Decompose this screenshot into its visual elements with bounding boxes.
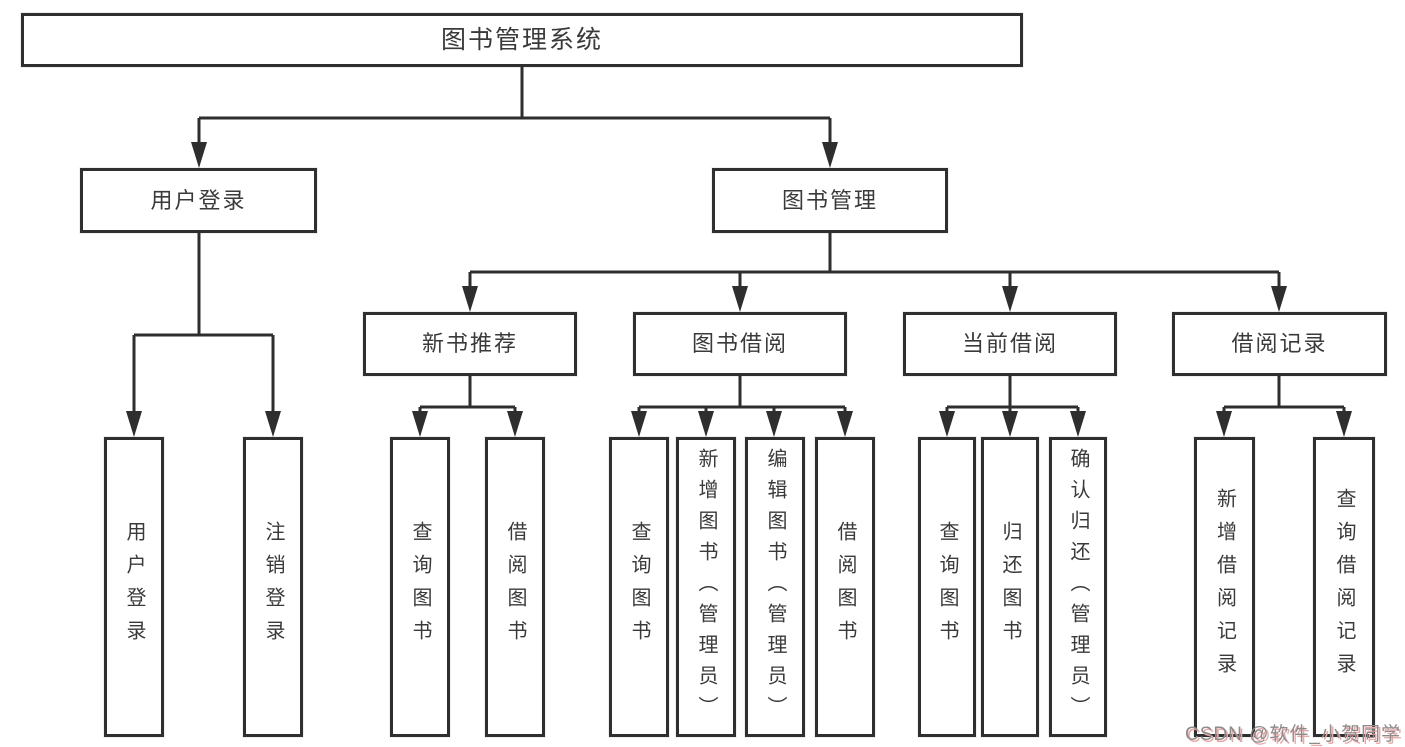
node-user-login: 用户登录: [80, 168, 317, 233]
node-leaf-borrow-books-2: 借阅图书: [815, 437, 875, 737]
node-leaf-add-borrow-record: 新增借阅记录: [1194, 437, 1255, 737]
node-book-management: 图书管理: [712, 168, 948, 233]
node-leaf-add-books-admin: 新增图书（管理员）: [676, 437, 736, 737]
node-leaf-query-books-3: 查询图书: [918, 437, 976, 737]
node-leaf-edit-books-admin: 编辑图书（管理员）: [745, 437, 805, 737]
node-borrow-records: 借阅记录: [1172, 312, 1387, 376]
watermark: CSDN @软件_小贺同学: [1185, 724, 1401, 745]
node-leaf-borrow-books-1: 借阅图书: [485, 437, 545, 737]
node-leaf-logout: 注销登录: [243, 437, 303, 737]
node-current-borrow: 当前借阅: [903, 312, 1117, 376]
node-system-root: 图书管理系统: [21, 13, 1023, 67]
node-leaf-user-login: 用户登录: [104, 437, 164, 737]
node-leaf-return-books: 归还图书: [981, 437, 1039, 737]
node-new-book-recommend: 新书推荐: [363, 312, 577, 376]
node-leaf-confirm-return-admin: 确认归还（管理员）: [1049, 437, 1107, 737]
node-leaf-query-borrow-record: 查询借阅记录: [1313, 437, 1375, 737]
node-leaf-query-books-2: 查询图书: [609, 437, 669, 737]
node-book-borrow: 图书借阅: [633, 312, 847, 376]
node-leaf-query-books-1: 查询图书: [390, 437, 450, 737]
